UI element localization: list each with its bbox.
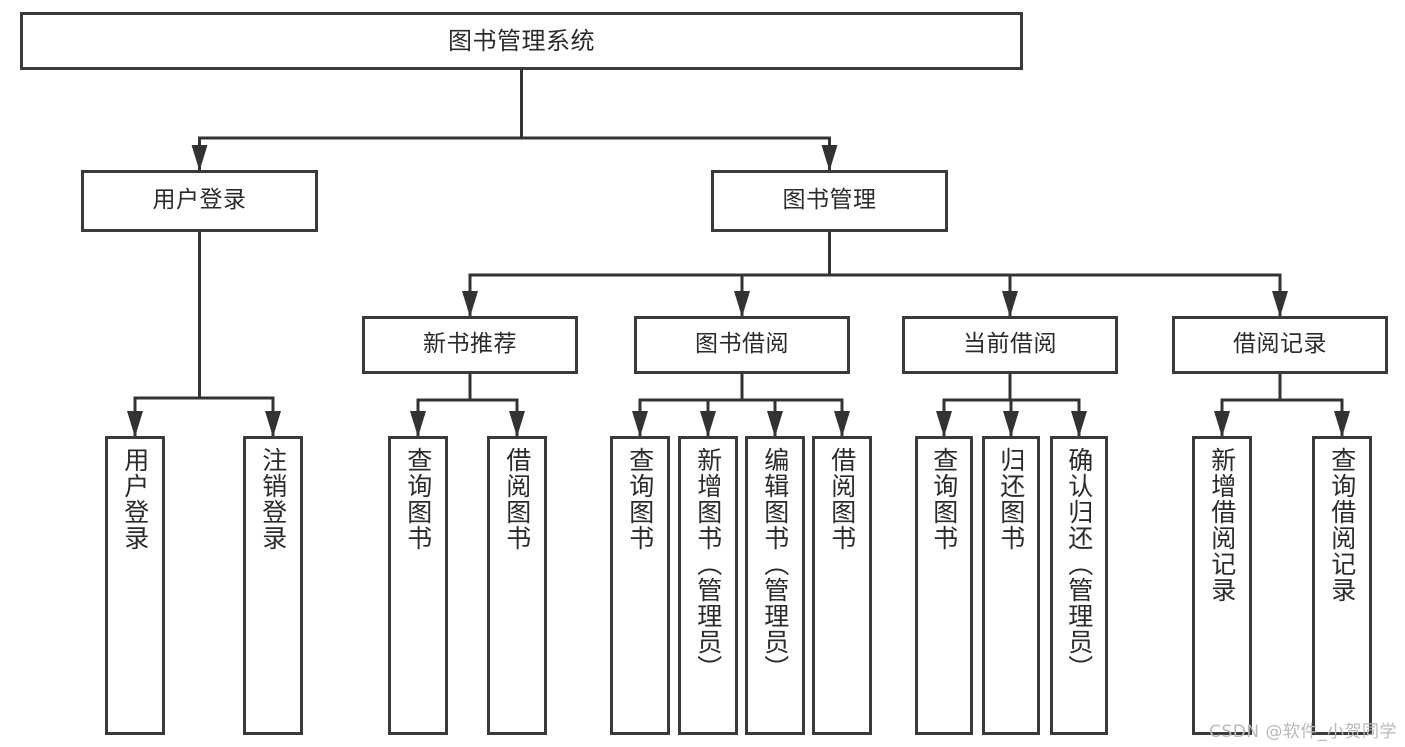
node-leaf-confirm[interactable]: 确认归还（管理员） [1050, 436, 1108, 735]
connector-arrowhead [1214, 411, 1230, 437]
node-label: 图书管理系统 [448, 26, 595, 55]
node-label: 当前借阅 [963, 331, 1057, 358]
node-leaf-borrow2[interactable]: 借阅图书 [812, 436, 872, 735]
node-login[interactable]: 用户登录 [81, 170, 318, 232]
node-current[interactable]: 当前借阅 [902, 316, 1118, 374]
node-label: 新增借阅记录 [1207, 447, 1237, 603]
node-label: 借阅记录 [1233, 331, 1327, 358]
node-leaf-logout[interactable]: 注销登录 [243, 436, 303, 735]
node-label: 归还图书 [996, 447, 1026, 551]
connector-arrowhead [834, 411, 850, 437]
connector-arrowhead [265, 411, 281, 437]
node-leaf-addrecord[interactable]: 新增借阅记录 [1192, 436, 1252, 735]
node-label: 用户登录 [152, 187, 247, 214]
connector-arrowhead [1272, 291, 1288, 317]
node-leaf-userlogin[interactable]: 用户登录 [105, 436, 165, 735]
watermark-text: CSDN @软件_小贺同学 [1209, 722, 1397, 742]
connector-arrowhead [734, 291, 750, 317]
node-leaf-addbook[interactable]: 新增图书（管理员） [678, 436, 738, 735]
node-label: 注销登录 [258, 447, 288, 551]
node-label: 确认归还（管理员） [1064, 447, 1094, 681]
node-newbook[interactable]: 新书推荐 [362, 316, 578, 374]
node-label: 新书推荐 [423, 331, 517, 358]
connector-arrowhead [1003, 411, 1019, 437]
node-leaf-editbook[interactable]: 编辑图书（管理员） [745, 436, 805, 735]
node-label: 查询借阅记录 [1327, 447, 1357, 603]
node-leaf-queryrecord[interactable]: 查询借阅记录 [1312, 436, 1372, 735]
connector-arrowhead [191, 145, 208, 171]
node-label: 借阅图书 [502, 447, 532, 551]
node-label: 用户登录 [120, 447, 150, 551]
node-label: 图书管理 [782, 187, 877, 214]
node-label: 图书借阅 [695, 331, 789, 358]
node-label: 查询图书 [625, 447, 655, 551]
connector-arrowhead [936, 411, 952, 437]
connector-arrowhead [1002, 291, 1018, 317]
connector-arrowhead [1334, 411, 1350, 437]
node-borrow[interactable]: 图书借阅 [634, 316, 850, 374]
node-leaf-query2[interactable]: 查询图书 [610, 436, 670, 735]
node-label: 编辑图书（管理员） [760, 447, 790, 681]
node-leaf-borrow1[interactable]: 借阅图书 [487, 436, 547, 735]
node-leaf-query3[interactable]: 查询图书 [915, 436, 973, 735]
connector-arrowhead [127, 411, 143, 437]
connector-arrowhead [1071, 411, 1087, 437]
node-label: 借阅图书 [827, 447, 857, 551]
node-label: 查询图书 [403, 447, 433, 551]
connector-arrowhead [767, 411, 783, 437]
connector-arrowhead [410, 411, 426, 437]
node-root[interactable]: 图书管理系统 [20, 12, 1023, 70]
node-leaf-query1[interactable]: 查询图书 [388, 436, 448, 735]
node-label: 新增图书（管理员） [693, 447, 723, 681]
connector-arrowhead [509, 411, 525, 437]
node-label: 查询图书 [929, 447, 959, 551]
node-leaf-return[interactable]: 归还图书 [982, 436, 1040, 735]
connector-arrowhead [462, 291, 478, 317]
connector-arrowhead [821, 145, 838, 171]
node-bookmgmt[interactable]: 图书管理 [711, 170, 948, 232]
connector-arrowhead [700, 411, 716, 437]
node-records[interactable]: 借阅记录 [1172, 316, 1388, 374]
connector-arrowhead [632, 411, 648, 437]
